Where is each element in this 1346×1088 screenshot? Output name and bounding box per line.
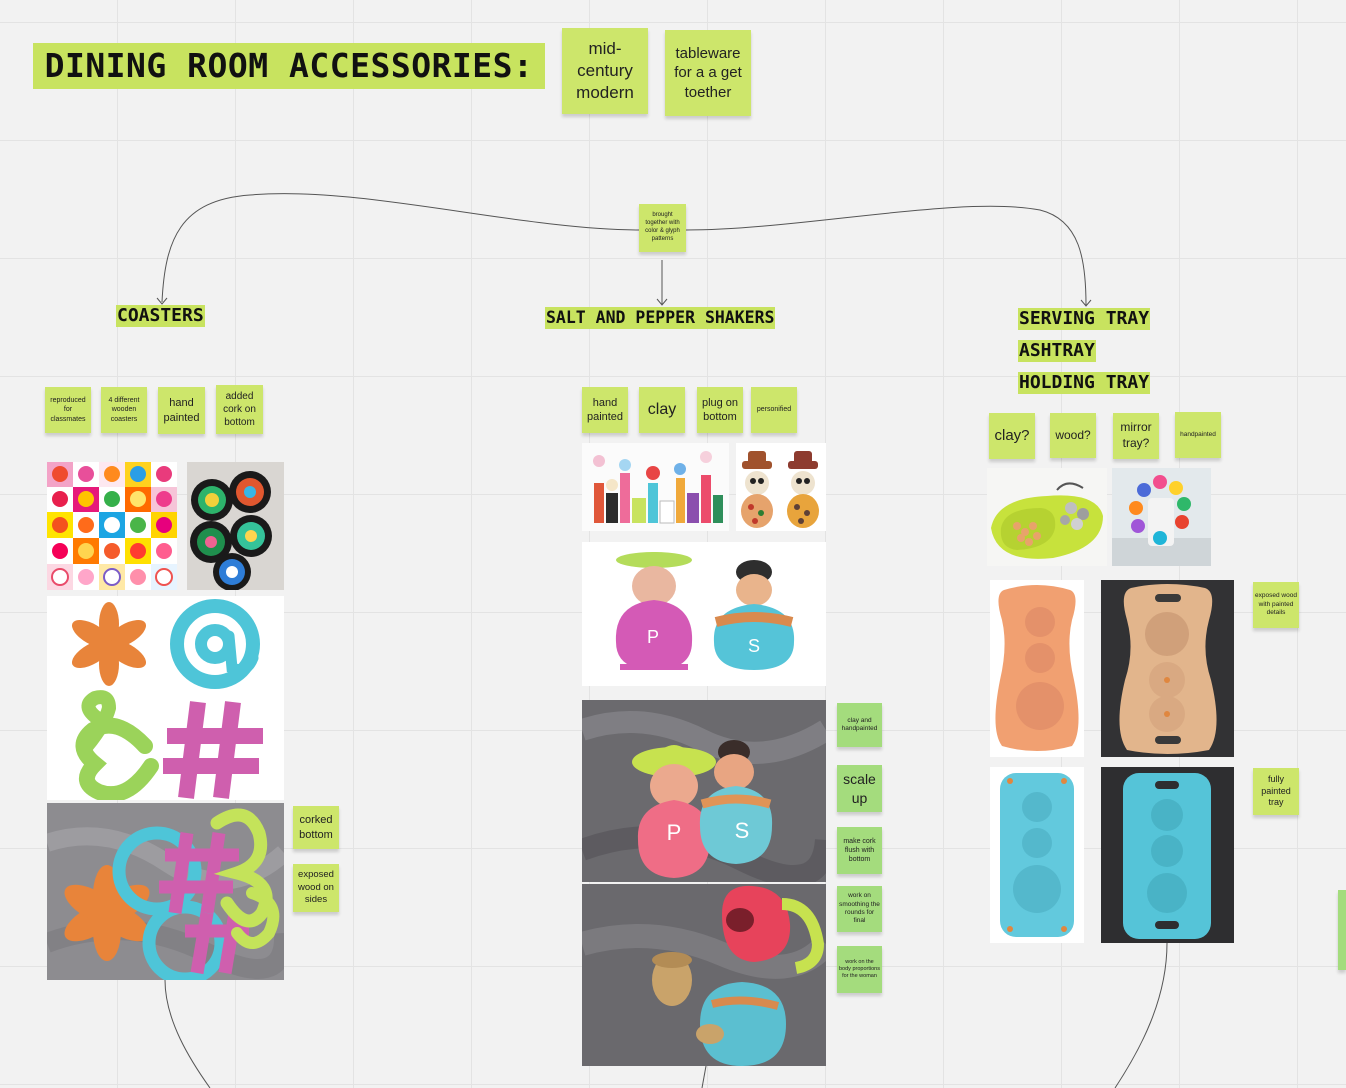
serving-tray-heading[interactable]: SERVING TRAY (1018, 308, 1151, 330)
sticky-note-tableware[interactable]: tableware for a a get toether (665, 30, 751, 116)
sticky-note-corked-bottom[interactable]: corked bottom (293, 806, 339, 849)
sticky-note-shaker-hand-painted[interactable]: hand painted (582, 387, 628, 433)
sticky-note-added-cork[interactable]: added cork on bottom (216, 385, 263, 434)
shakers-heading[interactable]: SALT AND PEPPER SHAKERS (545, 307, 776, 329)
board-title[interactable]: DINING ROOM ACCESSORIES: (33, 43, 545, 89)
sticky-note-clay-question[interactable]: clay? (989, 413, 1035, 459)
coasters-heading[interactable]: COASTERS (116, 305, 205, 327)
offscreen-sticky-note[interactable] (1338, 890, 1346, 970)
flower-tray-photo[interactable] (1112, 468, 1211, 566)
sticky-note-clay-handpainted[interactable]: clay and handpainted (837, 703, 882, 747)
sticky-note-brought-together[interactable]: brought together with color & glyph patt… (639, 204, 686, 252)
lime-dish-photo[interactable] (987, 468, 1107, 566)
shakers-illustration[interactable]: P S (582, 542, 826, 686)
wood-tray-photo[interactable] (1101, 580, 1234, 757)
blue-tray-illustration[interactable] (990, 767, 1084, 943)
sticky-note-tray-handpainted[interactable]: handpainted (1175, 412, 1221, 458)
sticky-note-four-coasters[interactable]: 4 different wooden coasters (101, 387, 147, 433)
skull-shakers-photo[interactable] (736, 443, 826, 531)
sticky-note-exposed-wood-tray[interactable]: exposed wood with painted details (1253, 582, 1299, 628)
glyph-graphic[interactable] (47, 596, 284, 800)
sticky-note-body-proportions[interactable]: work on the body proportions for the wom… (837, 946, 882, 993)
holding-tray-heading[interactable]: HOLDING TRAY (1018, 372, 1151, 394)
sticky-note-clay[interactable]: clay (639, 387, 685, 433)
shaker-figures-photo[interactable] (582, 443, 729, 531)
coaster-grid-image[interactable] (47, 462, 177, 590)
sticky-note-reproduced[interactable]: reproduced for classmates (45, 387, 91, 433)
sticky-note-exposed-wood[interactable]: exposed wood on sides (293, 864, 339, 912)
sticky-note-personified[interactable]: personified (751, 387, 797, 433)
clay-salt-letter: S (735, 818, 750, 843)
sticky-note-plug-on-bottom[interactable]: plug on bottom (697, 387, 743, 433)
blue-tray-photo[interactable] (1101, 767, 1234, 943)
coasters-photo[interactable] (47, 803, 284, 980)
sticky-note-mirror-tray[interactable]: mirror tray? (1113, 413, 1159, 459)
clay-shakers-cork-photo[interactable] (582, 884, 826, 1066)
sticky-note-cork-flush[interactable]: make cork flush with bottom (837, 827, 882, 874)
sticky-note-smoothing[interactable]: work on smoothing the rounds for final (837, 886, 882, 932)
sticky-note-hand-painted[interactable]: hand painted (158, 387, 205, 434)
sticky-note-mid-century[interactable]: mid-century modern (562, 28, 648, 114)
clay-pepper-letter: P (667, 820, 682, 845)
pepper-letter: P (647, 627, 659, 647)
ashtray-heading[interactable]: ASHTRAY (1018, 340, 1096, 362)
sticky-note-fully-painted-tray[interactable]: fully painted tray (1253, 768, 1299, 815)
sticky-note-scale-up[interactable]: scale up (837, 765, 882, 812)
orange-tray-illustration[interactable] (990, 580, 1084, 757)
mandala-coasters-image[interactable] (187, 462, 284, 590)
clay-shakers-photo[interactable]: P S (582, 700, 826, 882)
salt-letter: S (748, 636, 760, 656)
sticky-note-wood-question[interactable]: wood? (1050, 413, 1096, 458)
